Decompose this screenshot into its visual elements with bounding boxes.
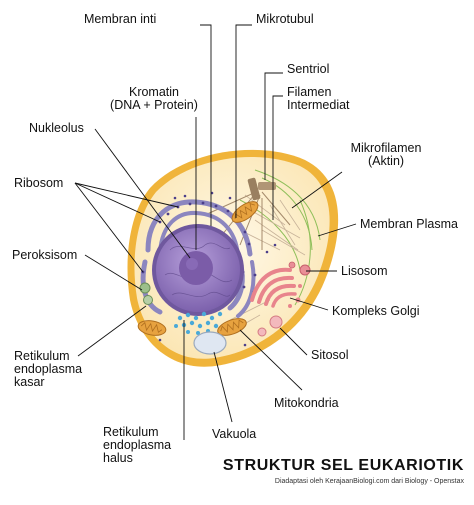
label-sitosol: Sitosol xyxy=(311,348,349,362)
golgi-complex xyxy=(250,267,297,308)
smooth-er xyxy=(174,311,223,335)
label-mikrofilamen: Mikrofilamen (Aktin) xyxy=(331,142,441,168)
label-filamen-line2: Intermediat xyxy=(287,98,350,112)
label-re-kasar: Retikulum endoplasma kasar xyxy=(14,350,82,389)
label-kromatin-line2: (DNA + Protein) xyxy=(110,98,198,112)
lysosomes xyxy=(257,261,311,337)
label-lisosom: Lisosom xyxy=(341,264,388,278)
label-re-kasar-line3: kasar xyxy=(14,375,45,389)
label-filamen-intermediat: Filamen Intermediat xyxy=(287,86,350,112)
label-membran-plasma: Membran Plasma xyxy=(360,217,458,231)
label-vakuola: Vakuola xyxy=(212,427,257,441)
label-re-halus-line2: endoplasma xyxy=(103,438,172,452)
label-re-kasar-line2: endoplasma xyxy=(14,362,83,376)
label-mitokondria: Mitokondria xyxy=(274,396,339,410)
label-re-halus: Retikulum endoplasma halus xyxy=(103,426,171,465)
label-mikrofilamen-line2: (Aktin) xyxy=(367,154,405,168)
source-credit: Diadaptasi oleh KerajaanBiologi.com dari… xyxy=(274,478,464,485)
label-re-halus-line3: halus xyxy=(103,451,133,465)
label-kromatin-line1: Kromatin xyxy=(128,85,180,99)
label-mikrofilamen-line1: Mikrofilamen xyxy=(350,141,422,155)
label-kromatin: Kromatin (DNA + Protein) xyxy=(104,86,204,112)
label-re-kasar-line1: Retikulum xyxy=(14,349,70,363)
label-re-halus-line1: Retikulum xyxy=(103,425,159,439)
vacuole xyxy=(193,331,227,355)
label-kompleks-golgi: Kompleks Golgi xyxy=(332,304,420,318)
mitochondria xyxy=(137,201,259,336)
peroxisomes xyxy=(139,282,153,305)
label-mikrotubul: Mikrotubul xyxy=(256,12,314,26)
label-nukleolus: Nukleolus xyxy=(29,121,84,135)
label-peroksisom: Peroksisom xyxy=(12,248,78,262)
centrioles xyxy=(247,177,276,201)
diagram-title: STRUKTUR SEL EUKARIOTIK xyxy=(222,457,464,474)
label-sentriol: Sentriol xyxy=(287,62,330,76)
label-ribosom: Ribosom xyxy=(14,176,64,190)
label-filamen-line1: Filamen xyxy=(287,85,332,99)
leader-lines xyxy=(74,24,357,440)
label-membran-inti: Membran inti xyxy=(84,12,157,26)
